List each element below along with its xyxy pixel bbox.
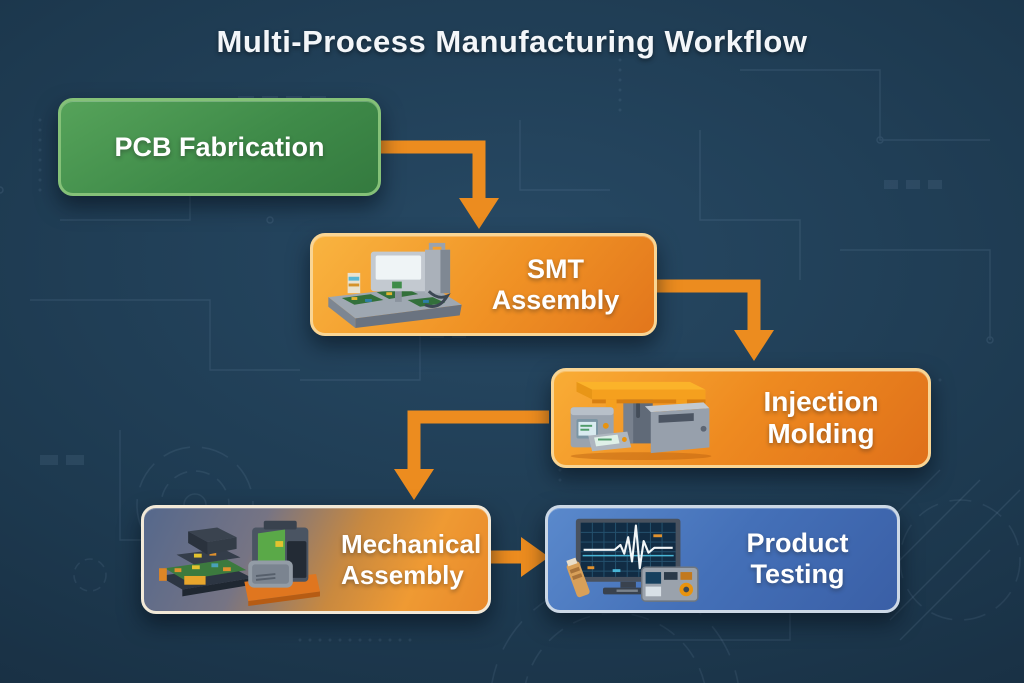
node-mechanical-assembly: Mechanical Assembly [141, 505, 491, 614]
smt-machine-illustration [328, 242, 462, 328]
node-injection-molding-label: Injection Molding [763, 386, 879, 449]
node-mechanical-assembly-label: Mechanical Assembly [341, 528, 482, 590]
assembled-device-illustration [159, 520, 320, 607]
node-smt-assembly: SMT Assembly [310, 233, 657, 336]
diagram-title: Multi-Process Manufacturing Workflow [216, 24, 808, 59]
node-product-testing-label: Product Testing [746, 528, 849, 589]
node-product-testing: Product Testing [545, 505, 900, 613]
node-smt-assembly-label: SMT Assembly [491, 253, 620, 315]
node-injection-molding: Injection Molding [551, 368, 931, 468]
node-pcb-fabrication-label: PCB Fabrication [114, 131, 325, 162]
node-pcb-fabrication: PCB Fabrication [58, 98, 381, 196]
oscilloscope-monitor-illustration [566, 518, 699, 602]
injection-molding-machine-illustration [570, 381, 712, 461]
